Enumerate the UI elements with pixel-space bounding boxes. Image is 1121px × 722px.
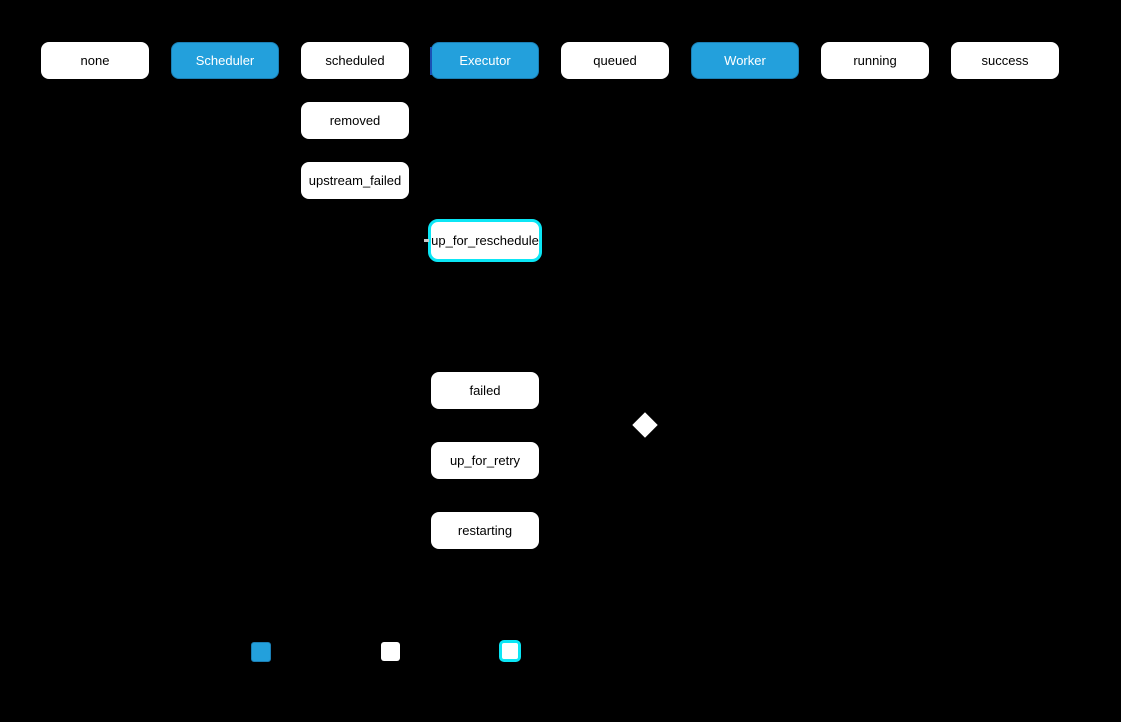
node-executor: Executor — [431, 42, 539, 79]
legend-swatch-component — [251, 642, 271, 662]
node-queued: queued — [561, 42, 669, 79]
node-worker: Worker — [691, 42, 799, 79]
node-success: success — [951, 42, 1059, 79]
legend-swatch-highlighted — [499, 640, 521, 662]
node-up-for-reschedule: up_for_reschedule — [428, 219, 542, 262]
node-label: removed — [329, 113, 381, 128]
node-up-for-retry: up_for_retry — [431, 442, 539, 479]
node-label: success — [981, 53, 1029, 68]
node-label: Scheduler — [195, 53, 255, 68]
legend-swatch-state — [381, 642, 400, 661]
node-label: Worker — [724, 53, 766, 68]
node-running: running — [821, 42, 929, 79]
node-scheduler: Scheduler — [171, 42, 279, 79]
node-label: up_for_retry — [449, 453, 521, 468]
node-label: up_for_reschedule — [431, 233, 539, 248]
node-removed: removed — [301, 102, 409, 139]
node-label: Executor — [459, 53, 511, 68]
node-label: queued — [593, 53, 637, 68]
node-label: upstream_failed — [308, 173, 402, 188]
node-scheduled: scheduled — [301, 42, 409, 79]
edge-stub-executor — [430, 47, 432, 75]
decision-diamond-icon — [632, 412, 658, 438]
node-label: restarting — [457, 523, 513, 538]
node-label: failed — [469, 383, 501, 398]
node-failed: failed — [431, 372, 539, 409]
node-label: scheduled — [325, 53, 385, 68]
node-restarting: restarting — [431, 512, 539, 549]
node-upstream-failed: upstream_failed — [301, 162, 409, 199]
node-label: none — [80, 53, 110, 68]
node-label: running — [853, 53, 897, 68]
node-none: none — [41, 42, 149, 79]
edge-stub-up-for-reschedule — [424, 239, 429, 242]
